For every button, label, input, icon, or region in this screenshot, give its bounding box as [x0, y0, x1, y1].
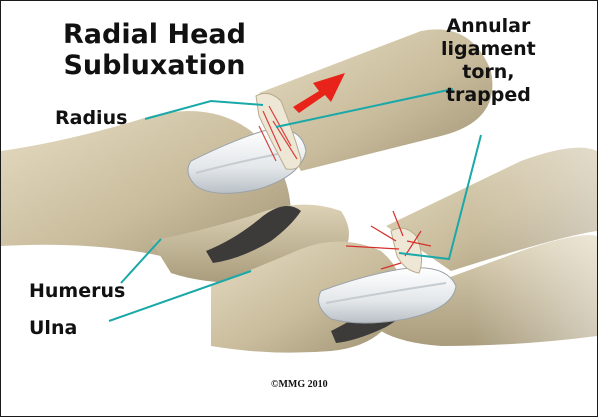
label-ulna: Ulna [29, 317, 77, 339]
copyright-notice: ©MMG 2010 [271, 379, 328, 390]
diagram-title: Radial Head Subluxation [63, 19, 246, 81]
label-humerus: Humerus [29, 280, 125, 302]
label-annular-ligament: Annular ligament torn, trapped [441, 15, 536, 107]
ligament-label-line-3: torn, [441, 61, 536, 84]
ligament-label-line-1: Annular [441, 15, 536, 38]
label-radius: Radius [55, 107, 127, 129]
title-line-1: Radial Head [63, 19, 246, 50]
title-line-2: Subluxation [63, 50, 246, 81]
ligament-label-line-4: trapped [441, 84, 536, 107]
ligament-label-line-2: ligament [441, 38, 536, 61]
